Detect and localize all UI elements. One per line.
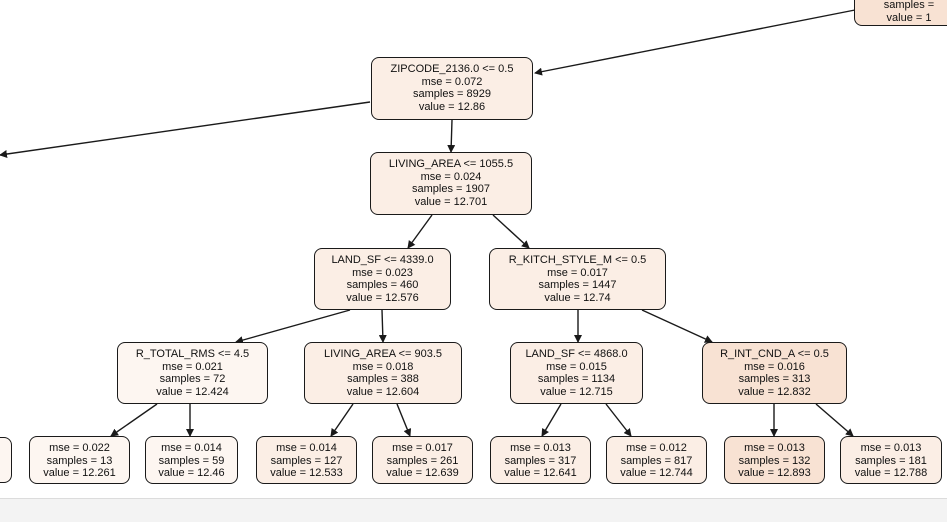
node-text-line: mse = 0.015 xyxy=(546,360,607,373)
tree-edge-arrow xyxy=(815,403,854,437)
tree-edge-arrow xyxy=(235,309,351,344)
node-text-line: value = 12.424 xyxy=(156,385,229,398)
tree-edge-arrow xyxy=(447,119,456,153)
tree-edge-arrow xyxy=(110,403,158,437)
node-text-line: samples = 313 xyxy=(738,373,811,386)
node-partial-left-edge xyxy=(0,437,12,483)
node-text-line: samples = 181 xyxy=(855,454,927,467)
node-text-line: value = 12.86 xyxy=(418,100,486,113)
node-text-line: value = 1 xyxy=(886,11,932,24)
node-text-line: mse = 0.072 xyxy=(421,75,483,88)
node-text-line: R_KITCH_STYLE_M <= 0.5 xyxy=(508,254,647,266)
node-text-line: mse = 0.024 xyxy=(420,170,482,183)
node-text-line: LIVING_AREA <= 903.5 xyxy=(323,348,443,360)
bottom-scroll-area xyxy=(0,498,947,522)
node-text-line: samples = 460 xyxy=(346,279,419,292)
node-text-line: samples = 8929 xyxy=(413,88,491,101)
node-text-line: value = 12.701 xyxy=(414,195,488,208)
node-text-line: value = 12.74 xyxy=(544,291,611,304)
node-text-line: samples = 127 xyxy=(270,454,343,467)
node-text-line: mse = 0.018 xyxy=(352,360,414,373)
tree-edge-arrow xyxy=(641,309,713,343)
node-text-line: samples = 1907 xyxy=(412,183,490,196)
node-partial-top-right: samples =value = 1 xyxy=(854,0,947,26)
node-text-line: mse = 0.022 xyxy=(49,442,110,454)
node-text-line: samples = 817 xyxy=(620,454,693,467)
node-text-line: samples = 132 xyxy=(738,454,811,467)
node-text-line: mse = 0.012 xyxy=(626,442,687,454)
node-text-line: value = 12.744 xyxy=(620,467,693,480)
node-text-line: value = 12.46 xyxy=(158,467,225,480)
tree-edge-arrow xyxy=(492,214,530,249)
node-text-line: mse = 0.014 xyxy=(161,442,222,454)
node-text-line: mse = 0.013 xyxy=(744,442,805,454)
node-text-line: mse = 0.023 xyxy=(352,266,413,279)
node-text-line: LIVING_AREA <= 1055.5 xyxy=(388,158,514,170)
node-text-line: samples = 1134 xyxy=(537,373,616,386)
node-text-line: value = 12.604 xyxy=(346,385,420,398)
node-text-line: value = 12.639 xyxy=(386,467,459,480)
node-text-line: mse = 0.017 xyxy=(392,442,453,454)
node-text-line: value = 12.533 xyxy=(270,467,343,480)
node-text-line: samples = 72 xyxy=(159,373,226,386)
node-text-line: R_TOTAL_RMS <= 4.5 xyxy=(135,348,250,360)
node-text-line: samples = 13 xyxy=(46,454,113,467)
node-text-line: mse = 0.021 xyxy=(162,360,223,373)
node-text-line: value = 12.715 xyxy=(540,385,613,398)
node-text-line: mse = 0.014 xyxy=(276,442,337,454)
node-text-line: value = 12.576 xyxy=(346,291,419,304)
tree-edge-arrow xyxy=(0,101,371,158)
node-text-line: LAND_SF <= 4868.0 xyxy=(525,348,628,360)
node-text-line: mse = 0.017 xyxy=(547,266,608,279)
tree-edge-arrow xyxy=(541,403,562,437)
tree-edge-arrow xyxy=(534,9,856,76)
node-text-line: LAND_SF <= 4339.0 xyxy=(331,254,434,266)
tree-edge-arrow xyxy=(407,214,433,249)
node-text-line: mse = 0.013 xyxy=(510,442,571,454)
node-text-line: samples = 59 xyxy=(158,454,225,467)
node-text-line: value = 12.893 xyxy=(738,467,811,480)
node-text-line: samples = 1447 xyxy=(538,279,617,292)
node-text-line: value = 12.261 xyxy=(43,467,116,480)
node-text-line: value = 12.832 xyxy=(738,385,811,398)
tree-edge-arrow xyxy=(396,403,412,437)
node-text-line: samples = 388 xyxy=(347,373,419,386)
node-text-line: ZIPCODE_2136.0 <= 0.5 xyxy=(390,63,514,75)
node-text-line: mse = 0.016 xyxy=(744,360,805,373)
tree-edge-arrow xyxy=(378,309,387,343)
node-text-line: samples = 261 xyxy=(386,454,459,467)
node-text-line: samples = 317 xyxy=(504,454,577,467)
tree-edge-arrow xyxy=(605,403,632,437)
tree-edge-arrow xyxy=(330,403,354,437)
node-text-line: value = 12.641 xyxy=(504,467,577,480)
node-text-line: value = 12.788 xyxy=(854,467,928,480)
node-text-line: mse = 0.013 xyxy=(860,442,922,454)
node-text-line: R_INT_CND_A <= 0.5 xyxy=(720,348,829,360)
tree-edges xyxy=(0,9,856,437)
node-text-line: samples = xyxy=(883,0,935,11)
